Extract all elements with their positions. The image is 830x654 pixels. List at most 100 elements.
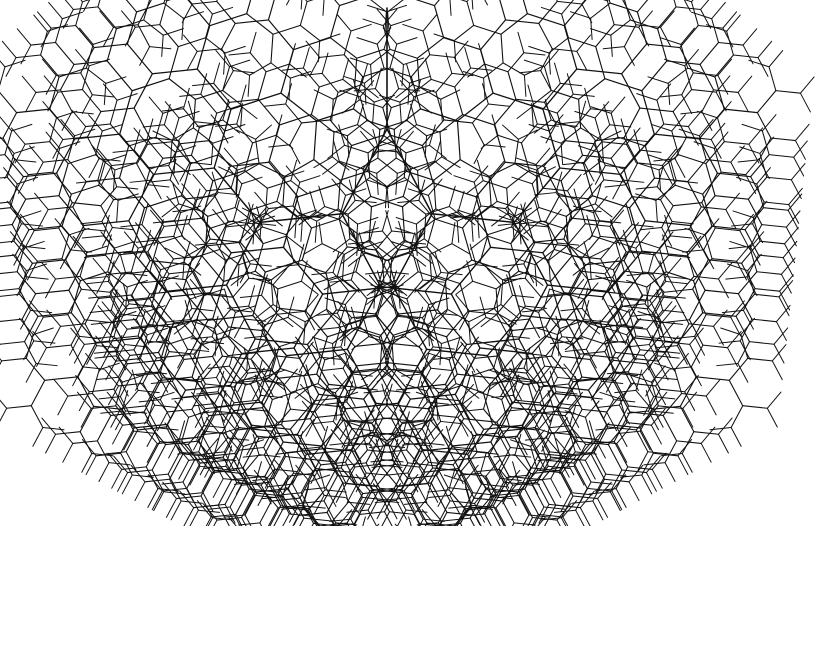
branch-segment (211, 171, 219, 194)
branch-segment (95, 452, 122, 457)
branch-segment (107, 247, 116, 273)
branch-segment (151, 469, 165, 493)
branch-segment (561, 453, 592, 458)
branch-segment (703, 227, 716, 251)
branch-segment (717, 417, 733, 435)
branch-segment (296, 393, 320, 435)
branch-segment (376, 315, 394, 336)
branch-segment (236, 412, 260, 439)
branch-segment (305, 416, 317, 437)
branch-segment (9, 207, 30, 231)
branch-segment (109, 273, 122, 297)
branch-segment (193, 337, 208, 355)
branch-segment (661, 205, 674, 229)
branch-segment (496, 294, 514, 315)
branch-segment (263, 432, 277, 456)
branch-segment (564, 140, 595, 145)
branch-segment (168, 78, 196, 100)
branch-segment (369, 220, 376, 243)
branch-segment (126, 325, 157, 330)
branch-segment (11, 123, 33, 132)
branch-segment (91, 94, 114, 98)
branch-segment (222, 270, 256, 283)
branch-segment (750, 154, 770, 178)
branch-segment (9, 176, 24, 203)
branch-segment (616, 335, 637, 359)
branch-segment (717, 58, 733, 76)
branch-segment (46, 24, 69, 32)
branch-segment (382, 134, 407, 154)
branch-segment (342, 78, 361, 93)
branch-segment (621, 73, 641, 109)
branch-segment (528, 253, 550, 261)
branch-segment (636, 0, 649, 13)
branch-segment (785, 210, 801, 228)
branch-segment (730, 427, 742, 447)
branch-segment (385, 403, 403, 424)
branch-segment (529, 478, 552, 482)
branch-segment (651, 468, 663, 489)
branch-segment (146, 427, 158, 447)
branch-segment (603, 305, 624, 329)
branch-segment (290, 159, 298, 182)
branch-segment (399, 124, 418, 139)
branch-segment (587, 359, 614, 391)
branch-segment (239, 104, 258, 120)
branch-segment (111, 226, 135, 231)
branch-segment (315, 414, 342, 418)
branch-segment (505, 469, 521, 488)
branch-segment (37, 209, 49, 229)
branch-segment (497, 222, 520, 226)
branch-segment (447, 418, 465, 449)
branch-segment (416, 327, 434, 342)
branch-segment (645, 472, 657, 492)
branch-segment (531, 89, 552, 107)
branch-segment (24, 341, 37, 364)
branch-segment (410, 247, 419, 273)
branch-segment (229, 65, 251, 76)
branch-segment (303, 505, 326, 509)
branch-segment (235, 426, 266, 431)
branch-segment (583, 161, 595, 182)
branch-segment (597, 323, 628, 328)
branch-segment (626, 422, 652, 426)
branch-segment (672, 89, 693, 113)
branch-segment (283, 170, 305, 179)
branch-segment (381, 239, 406, 259)
branch-segment (212, 433, 221, 459)
branch-segment (319, 33, 341, 42)
branch-segment (341, 249, 360, 264)
branch-segment (717, 262, 733, 280)
branch-segment (96, 376, 119, 380)
branch-segment (681, 72, 694, 96)
branch-segment (493, 454, 516, 458)
branch-segment (208, 112, 218, 142)
branch-segment (486, 235, 512, 245)
branch-segment (264, 441, 284, 477)
branch-segment (439, 343, 442, 366)
branch-segment (489, 477, 501, 498)
branch-segment (586, 487, 613, 492)
branch-segment (469, 367, 495, 377)
branch-segment (200, 93, 218, 114)
branch-segment (92, 336, 115, 340)
branch-segment (61, 234, 70, 260)
branch-segment (475, 264, 498, 268)
branch-segment (351, 314, 377, 319)
branch-segment (134, 24, 161, 28)
branch-segment (473, 355, 500, 359)
branch-segment (375, 290, 384, 316)
branch-segment (533, 119, 552, 134)
branch-segment (262, 235, 288, 245)
branch-segment (347, 241, 371, 245)
branch-segment (469, 483, 482, 507)
branch-segment (473, 181, 482, 207)
branch-segment (354, 86, 375, 103)
branch-segment (563, 238, 586, 266)
branch-segment (107, 280, 125, 301)
branch-segment (239, 84, 247, 106)
branch-segment (548, 114, 564, 132)
branch-segment (230, 163, 239, 189)
branch-segment (436, 398, 439, 421)
branch-segment (623, 137, 639, 164)
